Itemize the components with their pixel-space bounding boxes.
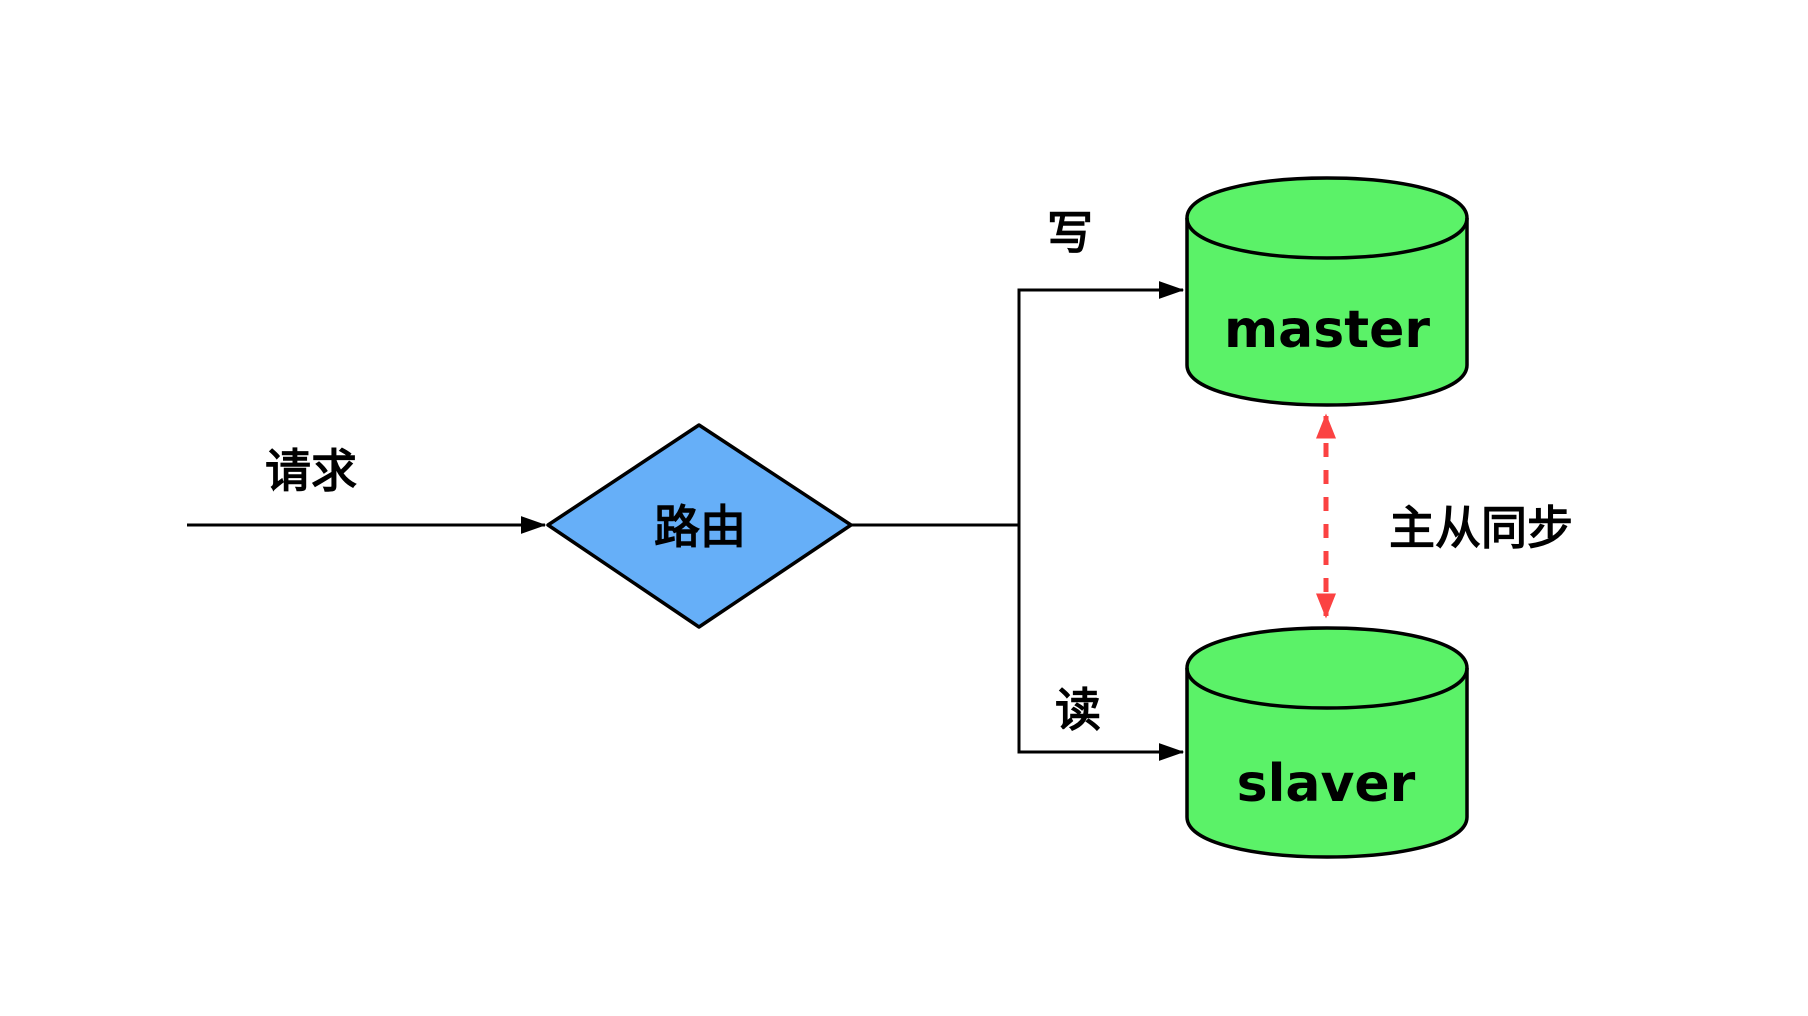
slaver-cylinder-rim: [1185, 667, 1469, 710]
sync-label: 主从同步: [1389, 501, 1573, 555]
write-arrow: [1017, 281, 1185, 525]
master-cylinder-rim: [1185, 217, 1469, 260]
slaver-label: slaver: [1237, 754, 1416, 814]
write-label: 写: [1047, 206, 1093, 260]
slaver-cylinder-node: slaver: [1185, 626, 1469, 859]
router-label: 路由: [654, 500, 746, 554]
read-label: 读: [1055, 683, 1101, 737]
master-cylinder-body: [1185, 176, 1469, 407]
master-label: master: [1224, 300, 1430, 360]
master-cylinder-node: master: [1185, 176, 1469, 407]
request-label: 请求: [265, 444, 357, 498]
slaver-cylinder-body: [1185, 626, 1469, 859]
read-arrow: [1017, 525, 1185, 761]
